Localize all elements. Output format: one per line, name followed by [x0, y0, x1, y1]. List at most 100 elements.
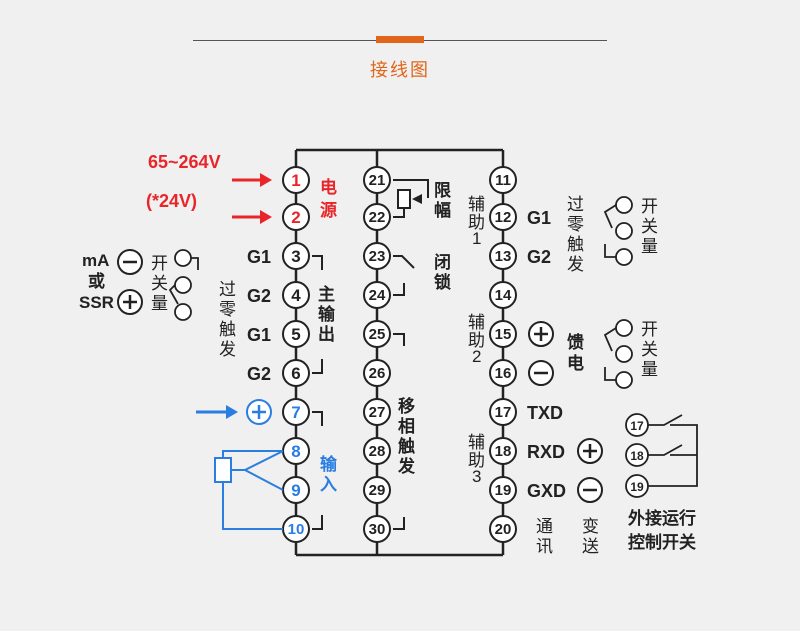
terminal-11[interactable]: 11 [489, 166, 517, 194]
main-output-char: 主 [318, 284, 335, 304]
phase-label-char: 触 [397, 436, 415, 456]
terminal-27-number: 27 [369, 404, 386, 421]
terminal-25-number: 25 [369, 326, 386, 343]
minus-icon [577, 477, 603, 503]
middle-terminals: 21 22 23 24 25 26 27 28 29 30 [363, 166, 391, 543]
zero-cross-char: 发 [567, 255, 584, 274]
txd-label: TXD [527, 403, 563, 423]
terminal-12[interactable]: 12 [489, 203, 517, 231]
switch-label-char: 量 [641, 237, 658, 256]
aux1-char: 辅 [468, 195, 485, 214]
terminal-8[interactable]: 8 [282, 437, 310, 465]
terminal-24-number: 24 [369, 287, 386, 304]
plus-icon [246, 399, 272, 425]
limit-section: 限 幅 [393, 179, 451, 220]
terminal-30[interactable]: 30 [363, 515, 391, 543]
terminal-5-number: 5 [291, 325, 300, 344]
feed-label-char: 电 [567, 353, 584, 373]
terminal-25[interactable]: 25 [363, 320, 391, 348]
terminal-19-number: 19 [495, 482, 512, 499]
terminal-17[interactable]: 17 [489, 398, 517, 426]
terminal-11-number: 11 [495, 172, 511, 189]
terminal-2-number: 2 [291, 208, 300, 227]
aux1-char: 助 [468, 213, 485, 232]
terminal-6[interactable]: 6 [282, 359, 310, 387]
arrow-right-icon [232, 210, 272, 224]
terminal-13-number: 13 [495, 248, 512, 265]
terminal-28-number: 28 [369, 443, 386, 460]
terminal-10[interactable]: 10 [282, 515, 310, 543]
minus-icon [528, 360, 554, 386]
aux2-char: 助 [468, 331, 485, 350]
switch-label-char: 关 [641, 217, 658, 236]
minus-icon [117, 249, 143, 275]
terminal-8-number: 8 [291, 442, 300, 461]
switch-label-char: 开 [641, 320, 658, 339]
terminal-21[interactable]: 21 [363, 166, 391, 194]
rtd-sensor-wiring [214, 450, 284, 530]
header-accent-bar [376, 36, 424, 43]
terminal-17-number: 17 [495, 404, 512, 421]
terminal-14[interactable]: 14 [489, 281, 517, 309]
ext-control-section: 17 18 19 外接运行 控制开关 [625, 413, 698, 552]
terminal-19[interactable]: 19 [489, 476, 517, 504]
rxd-label: RXD [527, 442, 565, 462]
terminal-5[interactable]: 5 [282, 320, 310, 348]
aux1-char: 1 [472, 229, 481, 248]
aux3-comm-section: TXD RXD GXD 通 讯 变 送 [527, 403, 603, 556]
input-label-char: 输 [320, 454, 338, 474]
terminal-20[interactable]: 20 [489, 515, 517, 543]
terminal-7[interactable]: 7 [282, 398, 310, 426]
terminal-14-number: 14 [495, 287, 512, 304]
terminal-1[interactable]: 1 [282, 166, 310, 194]
voltage-range-label: 65~264V [148, 152, 221, 172]
plus-icon [117, 289, 143, 315]
power-supply-section: 65~264V (*24V) 电 源 [146, 152, 337, 224]
feed-label-char: 馈 [567, 332, 584, 352]
aux2-char: 辅 [468, 313, 485, 332]
terminal-16[interactable]: 16 [489, 359, 517, 387]
terminal-3[interactable]: 3 [282, 242, 310, 270]
terminal-4[interactable]: 4 [282, 281, 310, 309]
g2-label: G2 [247, 286, 271, 306]
terminal-28[interactable]: 28 [363, 437, 391, 465]
zero-cross-char: 过 [567, 195, 584, 214]
switch-label-char: 关 [151, 274, 168, 293]
comm-label-char: 讯 [536, 537, 553, 556]
terminal-23[interactable]: 23 [363, 242, 391, 270]
terminal-23-number: 23 [369, 248, 386, 265]
terminal-22-number: 22 [369, 209, 386, 226]
gxd-label: GXD [527, 481, 566, 501]
terminal-4-number: 4 [291, 286, 301, 305]
ext-terminal-17-number: 17 [630, 419, 644, 433]
plus-icon [577, 438, 603, 464]
transmit-label-char: 变 [582, 517, 599, 536]
zero-cross-char: 零 [567, 215, 584, 234]
terminal-24[interactable]: 24 [363, 281, 391, 309]
terminal-18[interactable]: 18 [489, 437, 517, 465]
zero-cross-char: 发 [219, 340, 236, 359]
terminal-22[interactable]: 22 [363, 203, 391, 231]
terminal-27[interactable]: 27 [363, 398, 391, 426]
terminal-13[interactable]: 13 [489, 242, 517, 270]
g1-label: G1 [527, 208, 551, 228]
terminal-9-number: 9 [291, 481, 300, 500]
page-title: 接线图 [370, 60, 430, 80]
terminal-16-number: 16 [495, 365, 512, 382]
terminal-29[interactable]: 29 [363, 476, 391, 504]
terminal-15[interactable]: 15 [489, 320, 517, 348]
phase-label-char: 移 [398, 396, 415, 416]
terminal-26[interactable]: 26 [363, 359, 391, 387]
main-output-char: 输 [318, 304, 336, 324]
arrow-right-icon [196, 405, 238, 419]
terminal-9[interactable]: 9 [282, 476, 310, 504]
or-label: 或 [88, 271, 105, 291]
left-terminals: 1 2 3 4 5 6 7 8 9 10 [282, 166, 310, 543]
right-terminals: 11 12 13 14 15 16 17 18 19 20 [489, 166, 517, 543]
zero-cross-char: 过 [219, 280, 236, 299]
terminal-2[interactable]: 2 [282, 203, 310, 231]
terminal-20-number: 20 [495, 521, 512, 538]
zero-cross-char: 触 [219, 320, 236, 339]
lock-section: 闭 锁 [393, 252, 451, 296]
